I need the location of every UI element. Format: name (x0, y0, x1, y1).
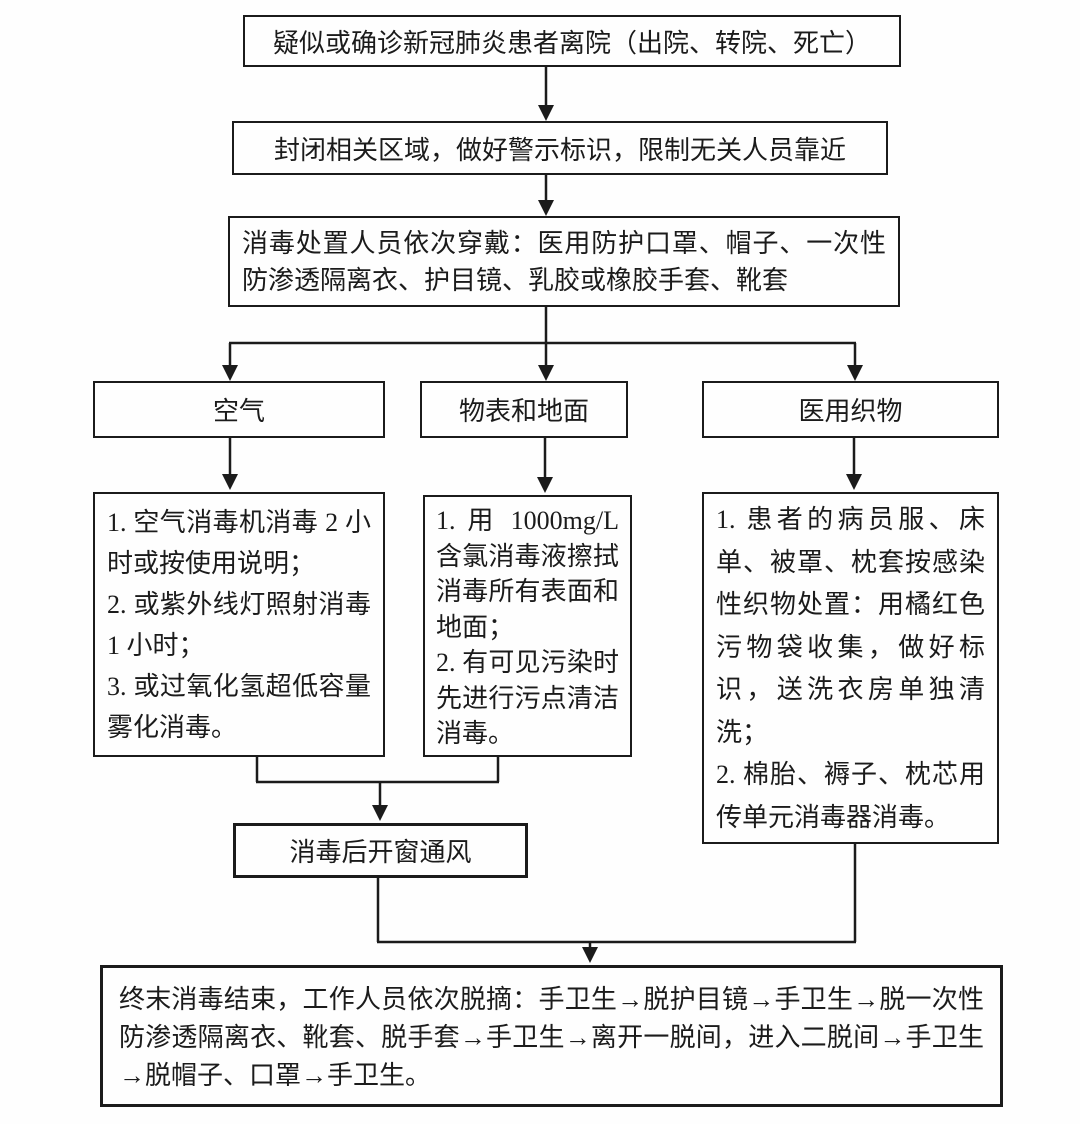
surface-item-2: 2. 有可见污染时先进行污点清洁消毒。 (436, 648, 619, 748)
branch-header-surface: 物表和地面 (420, 381, 628, 438)
textile-item-1: 1. 患者的病员服、床单、被罩、枕套按感染性织物处置：用橘红色污物袋收集，做好标… (716, 505, 985, 747)
air-item-1: 1. 空气消毒机消毒 2 小时或按使用说明； (107, 508, 371, 578)
arrow-seal-to-ppe (538, 175, 554, 216)
branch-detail-textile: 1. 患者的病员服、床单、被罩、枕套按感染性织物处置：用橘红色污物袋收集，做好标… (702, 492, 999, 844)
branch-header-air: 空气 (93, 381, 385, 438)
air-item-2: 2. 或紫外线灯照射消毒 1 小时； (107, 590, 371, 660)
arrow-textile-to-detail (846, 438, 862, 490)
arrow-surface-to-detail (537, 438, 553, 493)
branch-header-air-label: 空气 (212, 397, 265, 426)
surface-item-1: 1. 用 1000mg/L 含氯消毒液擦拭消毒所有表面和地面； (436, 506, 619, 642)
flow-node-start: 疑似或确诊新冠肺炎患者离院（出院、转院、死亡） (243, 15, 901, 67)
branch-header-surface-label: 物表和地面 (458, 397, 589, 426)
flow-node-start-label: 疑似或确诊新冠肺炎患者离院（出院、转院、死亡） (272, 28, 871, 58)
branch-detail-surface: 1. 用 1000mg/L 含氯消毒液擦拭消毒所有表面和地面； 2. 有可见污染… (423, 495, 632, 757)
arrow-air-to-detail (222, 438, 238, 490)
merge-to-ventilate-connector (255, 757, 500, 821)
flow-node-ventilate: 消毒后开窗通风 (233, 823, 528, 878)
flow-node-ppe: 消毒处置人员依次穿戴：医用防护口罩、帽子、一次性防渗透隔离衣、护目镜、乳胶或橡胶… (228, 216, 900, 307)
flow-node-final-label: 终末消毒结束，工作人员依次脱摘：手卫生→脱护目镜→手卫生→脱一次性防渗透隔离衣、… (119, 985, 984, 1090)
flow-node-seal-area: 封闭相关区域，做好警示标识，限制无关人员靠近 (232, 121, 888, 175)
flow-node-final: 终末消毒结束，工作人员依次脱摘：手卫生→脱护目镜→手卫生→脱一次性防渗透隔离衣、… (100, 965, 1003, 1107)
air-item-3: 3. 或过氧化氢超低容量雾化消毒。 (107, 672, 371, 742)
branch-split-connector (222, 307, 863, 381)
textile-item-2: 2. 棉胎、褥子、枕芯用传单元消毒器消毒。 (716, 760, 985, 832)
arrow-start-to-seal (538, 67, 554, 121)
flow-node-seal-area-label: 封闭相关区域，做好警示标识，限制无关人员靠近 (273, 135, 846, 165)
branch-detail-air: 1. 空气消毒机消毒 2 小时或按使用说明； 2. 或紫外线灯照射消毒 1 小时… (93, 492, 385, 757)
flow-node-ventilate-label: 消毒后开窗通风 (289, 838, 472, 867)
flow-node-ppe-label: 消毒处置人员依次穿戴：医用防护口罩、帽子、一次性防渗透隔离衣、护目镜、乳胶或橡胶… (242, 229, 886, 295)
branch-header-textile: 医用织物 (702, 381, 999, 438)
branch-header-textile-label: 医用织物 (798, 397, 903, 426)
merge-to-final-connector (376, 844, 857, 963)
